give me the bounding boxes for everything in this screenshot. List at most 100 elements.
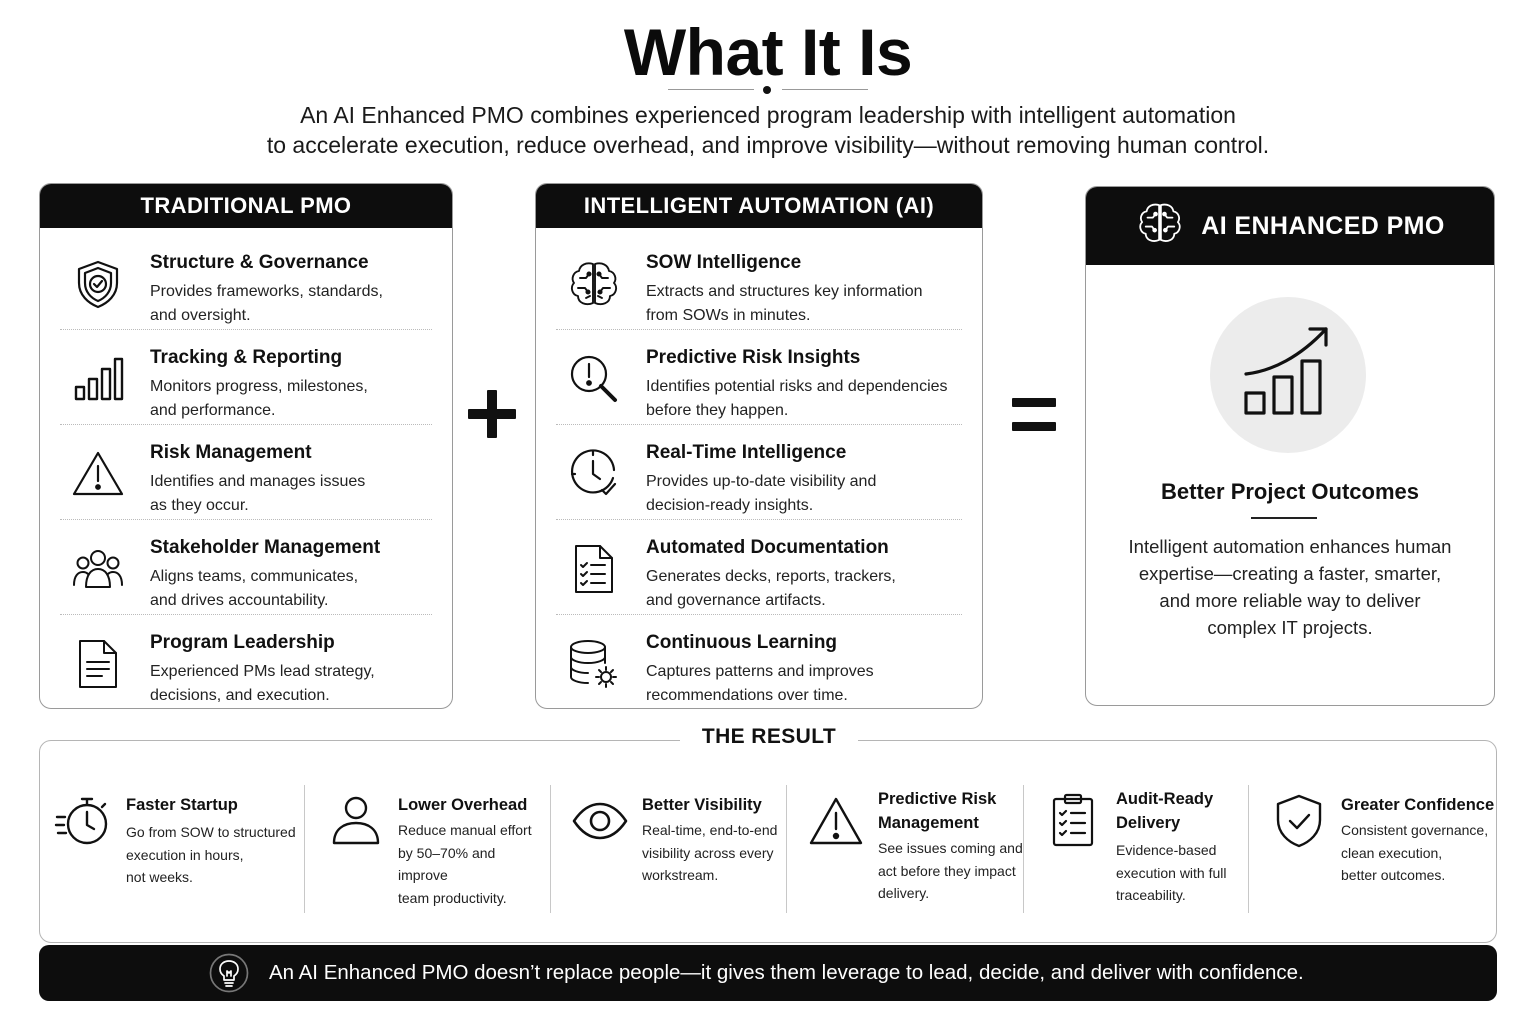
desc-line: Evidence-based: [1116, 842, 1217, 858]
result-item-title: Better Visibility: [642, 793, 762, 817]
traditional-pmo-panel: TRADITIONAL PMO Structure & Governance P…: [39, 183, 453, 709]
desc-line: Provides up-to-date visibility and: [646, 473, 877, 490]
ai-enhanced-pmo-title: AI ENHANCED PMO: [1201, 211, 1445, 240]
person-icon: [326, 791, 386, 851]
result-item: Greater Confidence Consistent governance…: [1255, 783, 1495, 913]
result-item-title: Audit-Ready Delivery: [1116, 787, 1213, 835]
brain-circuit-icon: [1135, 198, 1185, 255]
result-item-description: Go from SOW to structured execution in h…: [126, 821, 296, 889]
desc-line: execution with full: [1116, 864, 1227, 881]
desc-line: team productivity.: [398, 889, 507, 906]
page-subtitle: An AI Enhanced PMO combines experienced …: [0, 100, 1536, 160]
desc-line: execution in hours,: [126, 846, 244, 863]
outcome-divider: [1251, 517, 1317, 519]
desc-line: recommendations over time.: [646, 687, 848, 704]
result-item: Lower Overhead Reduce manual effort by 5…: [312, 783, 548, 913]
feature-description: Captures patterns and improves recommend…: [646, 660, 962, 708]
desc-line: decisions, and execution.: [150, 687, 330, 704]
desc-line: traceability.: [1116, 887, 1186, 903]
database-gear-icon: [566, 636, 622, 692]
desc-line: better outcomes.: [1341, 867, 1446, 883]
desc-line: Identifies potential risks and dependenc…: [646, 378, 948, 395]
clock-check-icon: [566, 446, 622, 502]
desc-line: by 50–70% and improve: [398, 844, 496, 884]
feature-item: Predictive Risk Insights Identifies pote…: [556, 329, 962, 424]
shield-check-icon: [70, 256, 126, 312]
result-item-title: Greater Confidence: [1341, 793, 1494, 817]
feature-title: Real-Time Intelligence: [646, 442, 847, 463]
shield-check-icon: [1269, 791, 1329, 851]
desc-line: Monitors progress, milestones,: [150, 378, 368, 395]
magnifier-alert-icon: [566, 351, 622, 407]
stopwatch-icon: [54, 791, 114, 851]
result-item: Audit-Ready Delivery Evidence-based exec…: [1030, 783, 1248, 913]
result-item-title: Lower Overhead: [398, 793, 527, 817]
feature-item: SOW Intelligence Extracts and structures…: [556, 234, 962, 329]
desc-line: Real-time, end-to-end: [642, 822, 778, 838]
feature-title: Predictive Risk Insights: [646, 347, 861, 368]
title-line: Lower Overhead: [398, 796, 528, 814]
warning-icon: [70, 446, 126, 502]
subtitle-line: to accelerate execution, reduce overhead…: [266, 132, 1270, 158]
feature-item: Automated Documentation Generates decks,…: [556, 519, 962, 614]
desc-line: and governance artifacts.: [646, 592, 826, 609]
desc-line: and drives accountability.: [150, 592, 329, 609]
desc-line: not weeks.: [126, 869, 193, 885]
clipboard-checklist-icon: [1044, 791, 1104, 851]
result-item-title: Faster Startup: [126, 793, 238, 817]
brain-circuit-icon: [566, 256, 622, 312]
title-line: Better Visibility: [642, 796, 762, 814]
desc-line: Captures patterns and improves: [646, 663, 874, 680]
desc-line: as they occur.: [150, 497, 249, 514]
outcome-title: Better Project Outcomes: [1161, 479, 1419, 504]
desc-line: Go from SOW to structured: [126, 824, 296, 840]
desc-line: Reduce manual effort: [398, 822, 532, 838]
desc-line: Intelligent automation enhances human: [1128, 536, 1452, 557]
equals-operator: [1012, 398, 1056, 432]
desc-line: Consistent governance,: [1341, 822, 1489, 838]
result-divider: [786, 785, 787, 913]
ai-enhanced-pmo-header: AI ENHANCED PMO: [1086, 187, 1494, 265]
desc-line: Extracts and structures key information: [646, 283, 923, 300]
outcome-icon-circle: [1210, 297, 1366, 453]
desc-line: from SOWs in minutes.: [646, 307, 811, 324]
document-icon: [70, 636, 126, 692]
feature-item: Stakeholder Management Aligns teams, com…: [60, 519, 432, 614]
desc-line: delivery.: [878, 885, 930, 901]
feature-description: Provides up-to-date visibility and decis…: [646, 470, 962, 518]
result-item: Faster Startup Go from SOW to structured…: [40, 783, 304, 913]
desc-line: act before they impact: [878, 862, 1016, 879]
intelligent-automation-panel: INTELLIGENT AUTOMATION (AI) SOW Intellig…: [535, 183, 983, 709]
desc-line: decision-ready insights.: [646, 497, 814, 514]
footer-banner-text: An AI Enhanced PMO doesn’t replace peopl…: [269, 961, 1304, 984]
feature-title: Stakeholder Management: [150, 537, 381, 558]
result-item: Predictive Risk Management See issues co…: [792, 783, 1028, 913]
result-divider: [1248, 785, 1249, 913]
growth-chart-icon: [1244, 327, 1328, 415]
feature-description: Provides frameworks, standards, and over…: [150, 280, 432, 328]
feature-description: Experienced PMs lead strategy, decisions…: [150, 660, 432, 708]
result-title: THE RESULT: [680, 725, 858, 749]
feature-description: Identifies and manages issues as they oc…: [150, 470, 432, 518]
warning-icon: [806, 791, 866, 851]
result-section: THE RESULT Faster Startup Go from SOW to…: [39, 725, 1497, 943]
desc-line: Identifies and manages issues: [150, 473, 366, 490]
desc-line: visibility across every: [642, 844, 774, 861]
feature-title: Risk Management: [150, 442, 312, 463]
desc-line: expertise—creating a faster, smarter,: [1138, 563, 1442, 584]
desc-line: See issues coming and: [878, 840, 1023, 856]
feature-description: Monitors progress, milestones, and perfo…: [150, 375, 432, 423]
result-item-description: Consistent governance, clean execution, …: [1341, 819, 1488, 887]
desc-line: Provides frameworks, standards,: [150, 283, 383, 300]
plus-operator: [468, 390, 516, 438]
feature-title: SOW Intelligence: [646, 252, 802, 273]
desc-line: Aligns teams, communicates,: [150, 568, 359, 585]
feature-description: Extracts and structures key information …: [646, 280, 962, 328]
desc-line: and oversight.: [150, 307, 251, 324]
feature-item: Structure & Governance Provides framewor…: [60, 234, 432, 329]
result-item: Better Visibility Real-time, end-to-end …: [556, 783, 792, 913]
traditional-pmo-title: TRADITIONAL PMO: [40, 184, 452, 228]
feature-description: Aligns teams, communicates, and drives a…: [150, 565, 432, 613]
feature-item: Tracking & Reporting Monitors progress, …: [60, 329, 432, 424]
outcome-description: Intelligent automation enhances human ex…: [1106, 533, 1474, 641]
